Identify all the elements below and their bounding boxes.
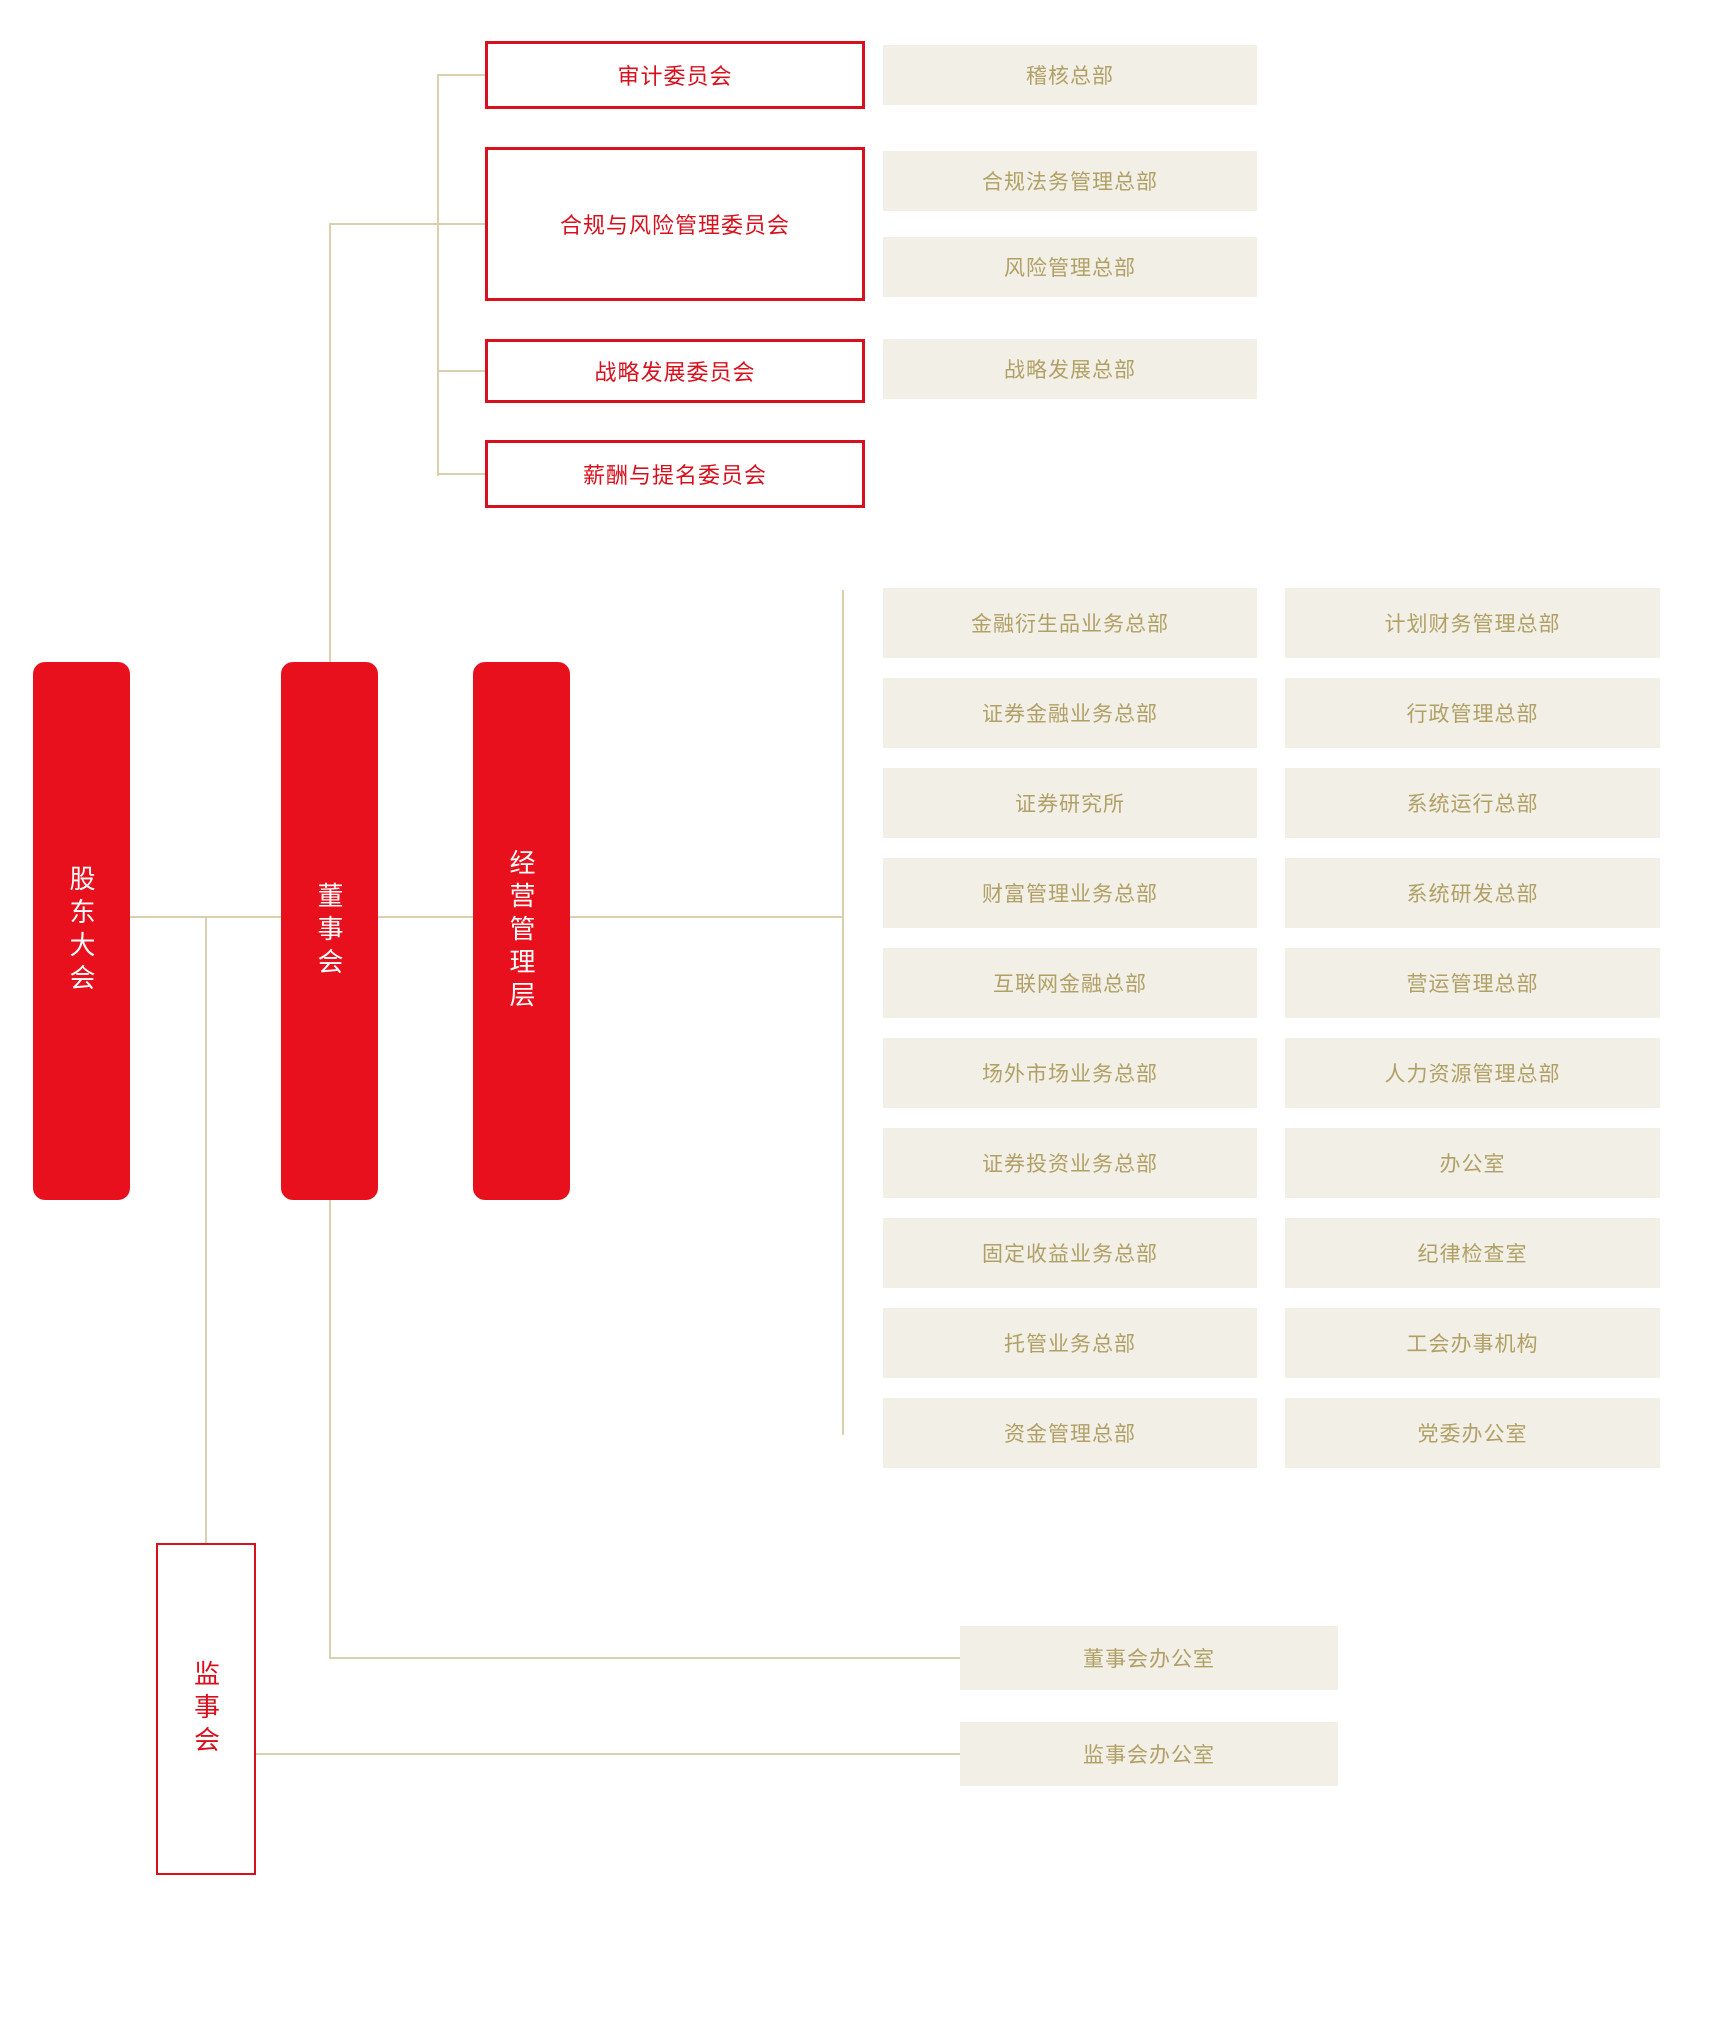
connector-audit-stub xyxy=(438,74,486,76)
committee-box: 合规与风险管理委员会 xyxy=(485,147,865,301)
department-box-right: 系统运行总部 xyxy=(1285,768,1660,838)
bar-board-of-directors: 董事会 xyxy=(281,662,378,1200)
bar-shareholders-meeting: 股东大会 xyxy=(33,662,130,1200)
committee-box: 战略发展委员会 xyxy=(485,339,865,403)
department-box-left: 场外市场业务总部 xyxy=(883,1038,1257,1108)
department-box-right: 工会办事机构 xyxy=(1285,1308,1660,1378)
box-board-office: 董事会办公室 xyxy=(960,1626,1338,1690)
department-box-right: 计划财务管理总部 xyxy=(1285,588,1660,658)
department-box-right: 纪律检查室 xyxy=(1285,1218,1660,1288)
department-box-left: 托管业务总部 xyxy=(883,1308,1257,1378)
committee-department-box: 合规法务管理总部 xyxy=(883,151,1257,211)
box-supervisory-board: 监事会 xyxy=(156,1543,256,1875)
department-box-right: 系统研发总部 xyxy=(1285,858,1660,928)
department-box-left: 固定收益业务总部 xyxy=(883,1218,1257,1288)
department-box-right: 人力资源管理总部 xyxy=(1285,1038,1660,1108)
connector-supervisory-drop xyxy=(205,916,207,1545)
connector-remuneration-stub xyxy=(438,473,486,475)
department-box-right: 办公室 xyxy=(1285,1128,1660,1198)
committee-box: 薪酬与提名委员会 xyxy=(485,440,865,508)
committee-department-box: 风险管理总部 xyxy=(883,237,1257,297)
department-box-left: 证券金融业务总部 xyxy=(883,678,1257,748)
department-box-left: 金融衍生品业务总部 xyxy=(883,588,1257,658)
box-supervisory-office: 监事会办公室 xyxy=(960,1722,1338,1786)
connector-supervisory-office-link xyxy=(256,1753,961,1755)
department-box-left: 证券投资业务总部 xyxy=(883,1128,1257,1198)
department-box-left: 资金管理总部 xyxy=(883,1398,1257,1468)
department-box-right: 党委办公室 xyxy=(1285,1398,1660,1468)
department-box-left: 互联网金融总部 xyxy=(883,948,1257,1018)
department-box-left: 证券研究所 xyxy=(883,768,1257,838)
connector-board-office-link xyxy=(329,1657,961,1659)
department-box-right: 行政管理总部 xyxy=(1285,678,1660,748)
department-box-left: 财富管理业务总部 xyxy=(883,858,1257,928)
connector-committee-spine xyxy=(437,74,439,476)
connector-department-spine xyxy=(842,590,844,1435)
bar-management-team: 经营管理层 xyxy=(473,662,570,1200)
committee-box: 审计委员会 xyxy=(485,41,865,109)
connector-strategy-stub xyxy=(438,370,486,372)
committee-department-box: 战略发展总部 xyxy=(883,339,1257,399)
connector-compliance-stub xyxy=(329,223,486,225)
committee-department-box: 稽核总部 xyxy=(883,45,1257,105)
department-box-right: 营运管理总部 xyxy=(1285,948,1660,1018)
